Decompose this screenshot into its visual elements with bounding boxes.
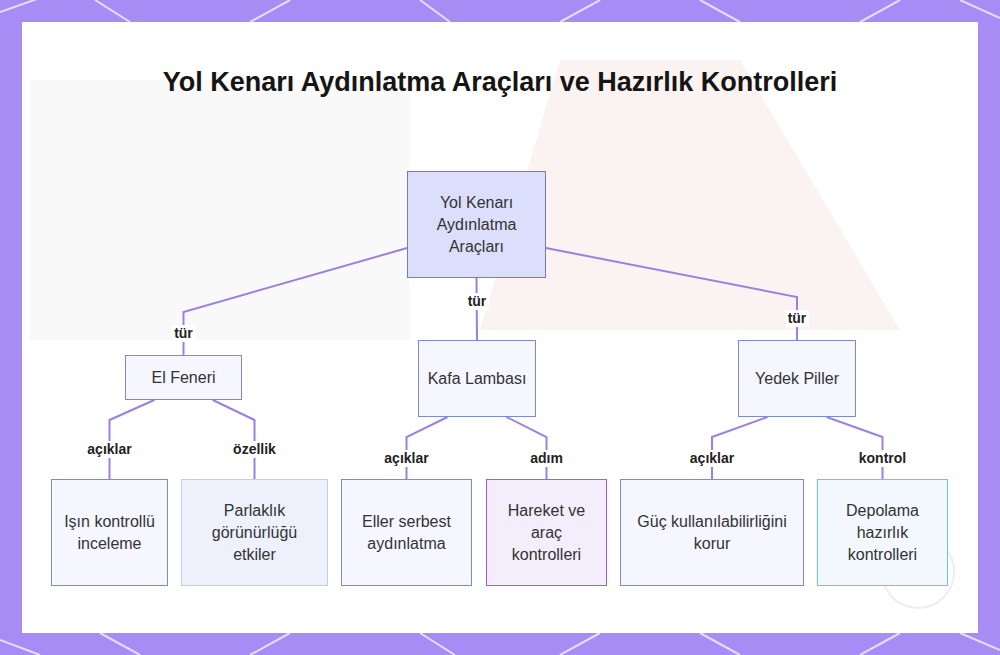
connector-line <box>827 417 883 479</box>
connector-line <box>712 417 768 479</box>
detail-box: Depolama hazırlık kontrolleri <box>817 479 948 586</box>
edge-label: kontrol <box>856 450 909 467</box>
node-text: El Feneri <box>143 367 223 389</box>
node-text: Yedek Piller <box>747 368 847 390</box>
connector-line <box>407 417 448 479</box>
edge-label: tür <box>171 325 196 342</box>
edge-label: özellik <box>230 441 279 458</box>
connector-line <box>184 248 408 355</box>
edge-label: açıklar <box>687 450 737 467</box>
detail-box: Güç kullanılabilirliğini korur <box>620 479 804 586</box>
node-text: Eller serbest aydınlatma <box>342 511 471 555</box>
node-text: Güç kullanılabilirliğini korur <box>621 511 803 555</box>
category-box: Kafa Lambası <box>418 340 536 417</box>
edge-label: açıklar <box>84 441 134 458</box>
detail-box: Hareket ve araç kontrolleri <box>486 479 607 586</box>
category-box: El Feneri <box>125 355 242 400</box>
node-text: Parlaklık görünürlüğü etkiler <box>182 500 327 566</box>
detail-box: Parlaklık görünürlüğü etkiler <box>181 479 328 586</box>
detail-box: Eller serbest aydınlatma <box>341 479 472 586</box>
node-text: Kafa Lambası <box>420 368 535 390</box>
node-text: Hareket ve araç kontrolleri <box>487 500 606 566</box>
root-box: Yol Kenarı Aydınlatma Araçları <box>407 171 546 278</box>
node-text: Depolama hazırlık kontrolleri <box>818 500 947 566</box>
diagram-title: Yol Kenarı Aydınlatma Araçları ve Hazırl… <box>150 64 850 100</box>
category-box: Yedek Piller <box>738 340 856 417</box>
detail-box: Işın kontrollü inceleme <box>51 479 168 586</box>
edge-label: adım <box>527 450 566 467</box>
connector-line <box>507 417 547 479</box>
edge-label: açıklar <box>381 450 431 467</box>
node-text: Işın kontrollü inceleme <box>52 511 167 555</box>
edge-label: tür <box>785 310 810 327</box>
connector-line <box>110 400 155 479</box>
connector-line <box>213 400 255 479</box>
node-text: Yol Kenarı Aydınlatma Araçları <box>408 192 545 258</box>
edge-label: tür <box>465 293 490 310</box>
connector-line <box>546 248 797 340</box>
